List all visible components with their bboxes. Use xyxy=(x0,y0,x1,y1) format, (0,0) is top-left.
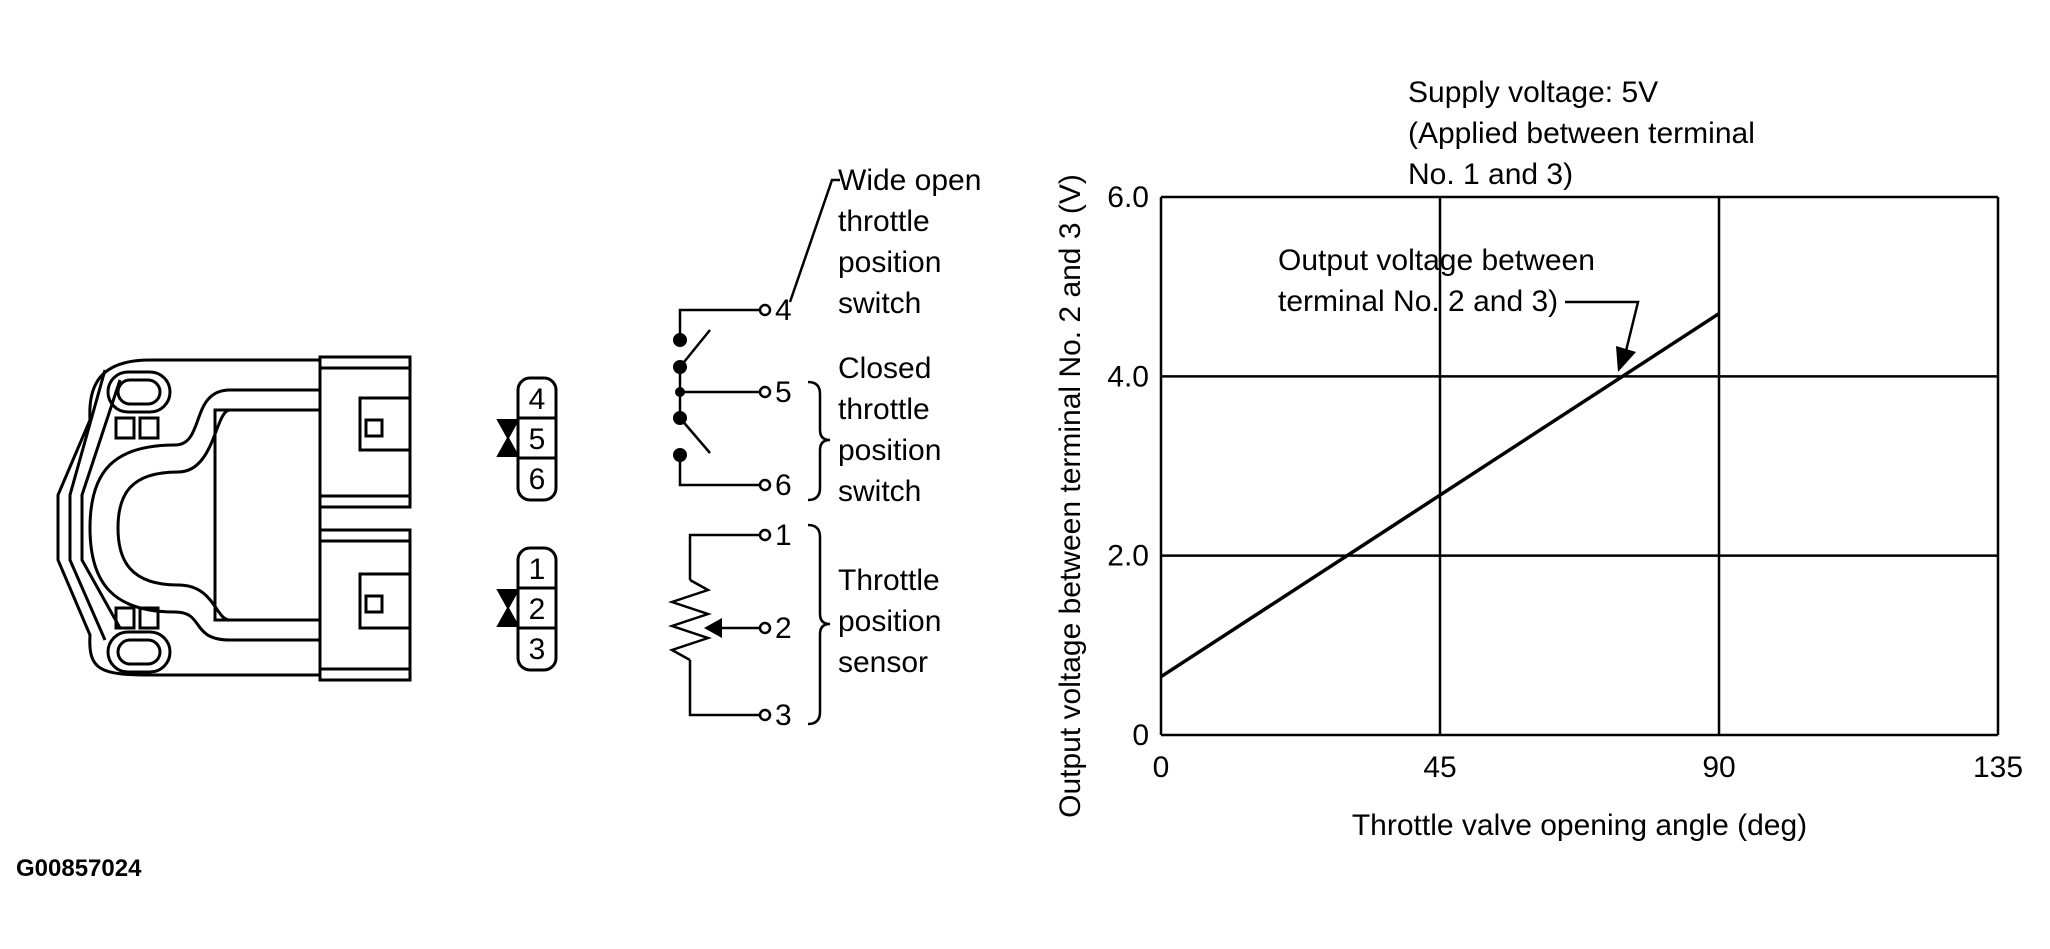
x-tick-labels: 0 45 90 135 xyxy=(1153,751,2023,784)
x-tick-label: 135 xyxy=(1973,751,2023,784)
svg-text:terminal No. 2 and 3): terminal No. 2 and 3) xyxy=(1278,285,1558,318)
pin-label: 4 xyxy=(529,383,546,416)
switch-contacts xyxy=(673,333,687,462)
y-tick-label: 0 xyxy=(1132,719,1149,752)
lower-key-marker-icon xyxy=(496,589,520,627)
x-axis-label: Throttle valve opening angle (deg) xyxy=(1352,809,1807,842)
y-axis-label: Output voltage between terminal No. 2 an… xyxy=(1054,174,1087,818)
wot-switch-label: Wide open throttle position switch xyxy=(838,164,981,320)
svg-text:Closed: Closed xyxy=(838,352,931,385)
output-annotation: Output voltage between terminal No. 2 an… xyxy=(1278,244,1595,318)
annotation-leader xyxy=(1565,300,1640,356)
closed-switch-label: Closed throttle position switch xyxy=(838,352,941,508)
svg-text:No. 1 and 3): No. 1 and 3) xyxy=(1408,158,1573,191)
x-tick-label: 0 xyxy=(1153,751,1170,784)
supply-annotation: Supply voltage: 5V (Applied between term… xyxy=(1408,76,1755,191)
switch-circuit xyxy=(678,303,772,492)
upper-key-marker-icon xyxy=(496,419,520,457)
output-voltage-series-line xyxy=(1160,312,1720,679)
svg-text:throttle: throttle xyxy=(838,393,930,426)
figure-code: G00857024 xyxy=(16,855,142,882)
output-voltage-chart: 0 45 90 135 0 2.0 4.0 6.0 Throttle valve openi… xyxy=(1054,76,2023,842)
y-tick-label: 6.0 xyxy=(1107,181,1149,214)
svg-text:throttle: throttle xyxy=(838,205,930,238)
svg-text:switch: switch xyxy=(838,475,921,508)
svg-text:Wide open: Wide open xyxy=(838,164,981,197)
terminal-numbers: 4 5 6 1 2 3 xyxy=(775,294,792,732)
pin-label: 3 xyxy=(529,633,546,666)
terminal-label: 5 xyxy=(775,376,792,409)
y-tick-labels: 0 2.0 4.0 6.0 xyxy=(1107,181,1149,752)
svg-text:switch: switch xyxy=(838,287,921,320)
annotation-arrow-icon xyxy=(1616,346,1636,372)
circuit-braces xyxy=(788,178,840,726)
svg-text:sensor: sensor xyxy=(838,646,928,679)
terminal-label: 4 xyxy=(775,294,792,327)
pin-label: 2 xyxy=(529,593,546,626)
svg-text:Output voltage between: Output voltage between xyxy=(1278,244,1595,277)
y-tick-label: 2.0 xyxy=(1107,540,1149,573)
y-tick-label: 4.0 xyxy=(1107,360,1149,393)
svg-text:(Applied between terminal: (Applied between terminal xyxy=(1408,117,1755,150)
svg-text:position: position xyxy=(838,605,941,638)
lower-pin-block: 1 2 3 xyxy=(496,546,558,672)
sensor-body-drawing xyxy=(56,355,412,682)
x-tick-label: 45 xyxy=(1423,751,1456,784)
pin-label: 5 xyxy=(529,423,546,456)
terminal-label: 3 xyxy=(775,699,792,732)
x-tick-label: 90 xyxy=(1702,751,1735,784)
terminal-label: 1 xyxy=(775,519,792,552)
sensor-label: Throttle position sensor xyxy=(838,564,941,679)
svg-text:position: position xyxy=(838,434,941,467)
pin-label: 1 xyxy=(529,553,546,586)
svg-text:Supply voltage: 5V: Supply voltage: 5V xyxy=(1408,76,1658,109)
pin-label: 6 xyxy=(529,463,546,496)
terminal-label: 2 xyxy=(775,612,792,645)
upper-pin-block: 4 5 6 xyxy=(496,376,558,502)
svg-text:Throttle: Throttle xyxy=(838,564,940,597)
svg-text:position: position xyxy=(838,246,941,279)
sensor-circuit xyxy=(668,528,772,722)
terminal-label: 6 xyxy=(775,469,792,502)
chart-grid xyxy=(1159,195,2000,737)
wiper-arrow-icon xyxy=(704,618,722,638)
